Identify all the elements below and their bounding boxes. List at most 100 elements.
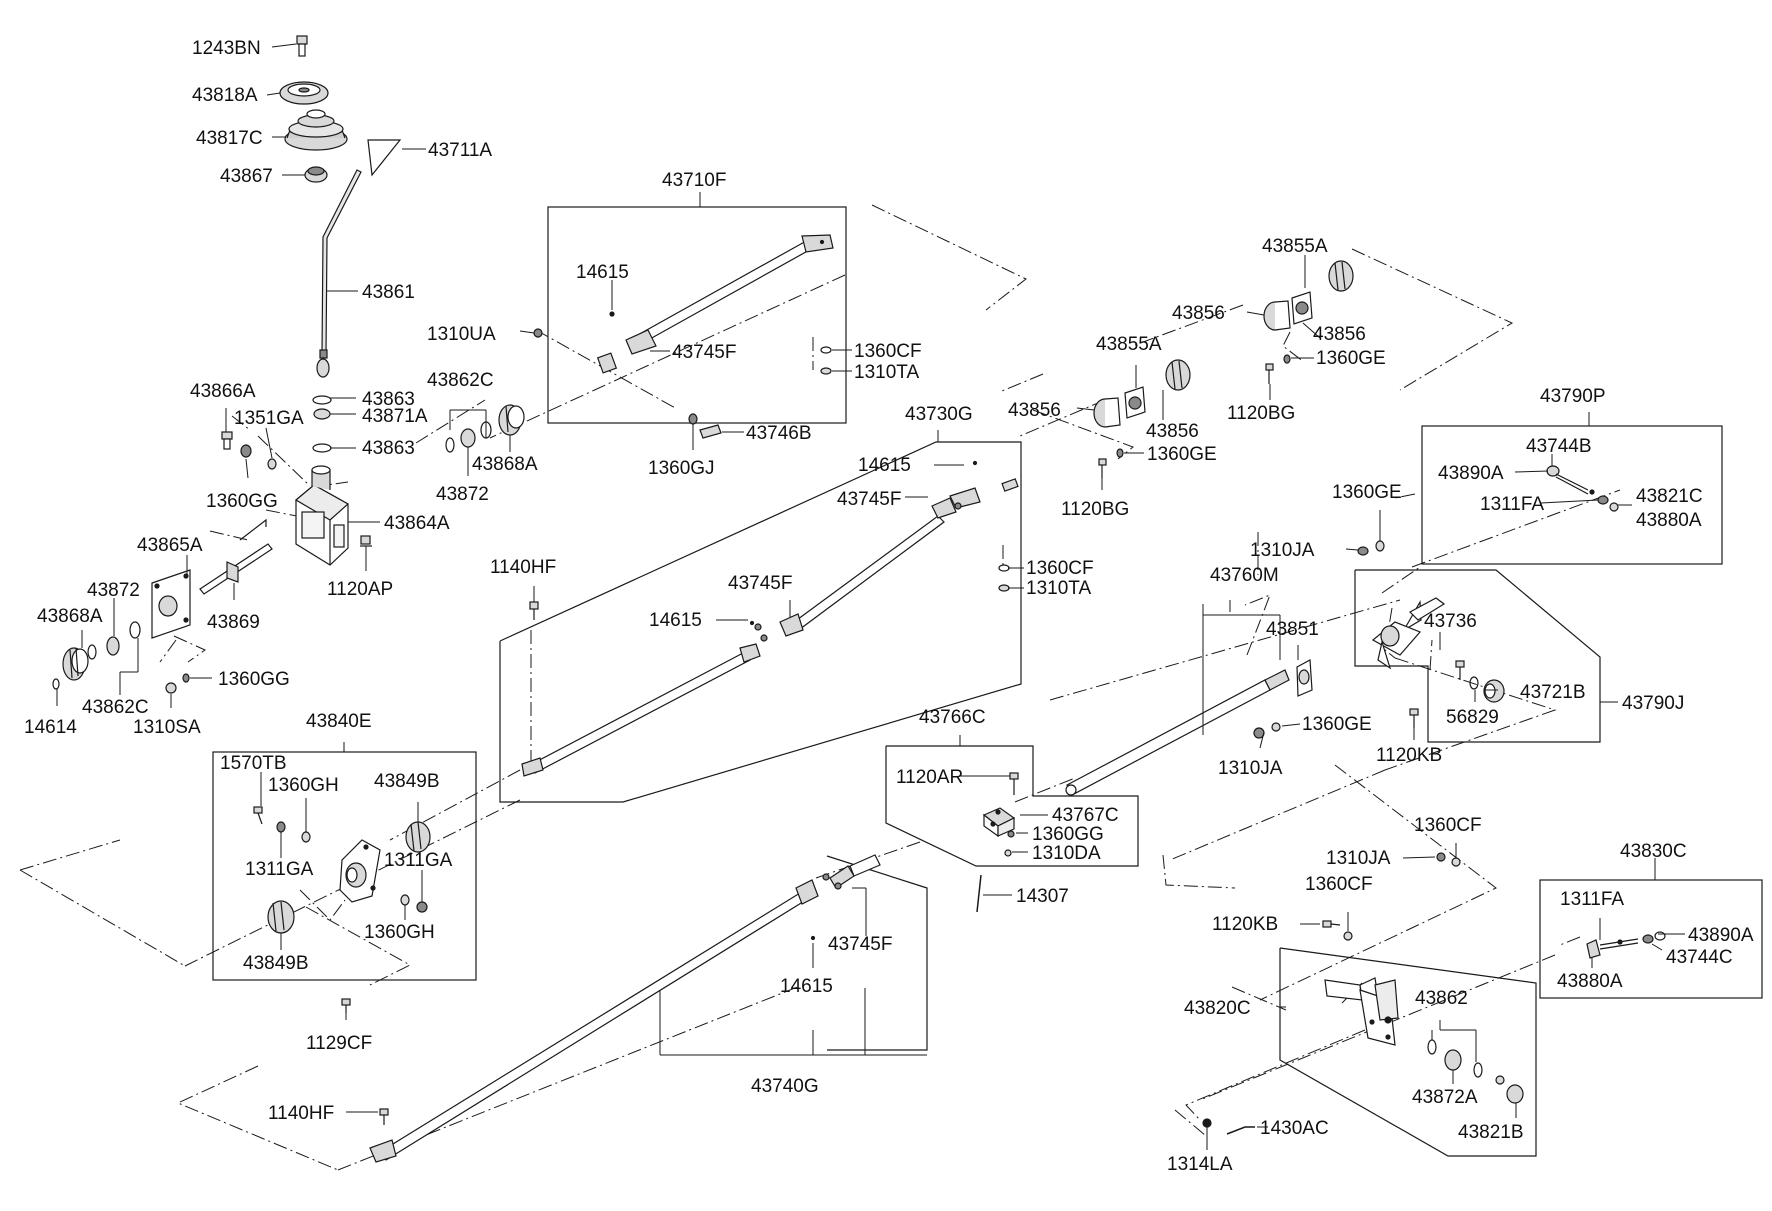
- housing-43864A: [294, 465, 350, 566]
- ring-43862C-b: [129, 621, 141, 639]
- label-43711A: 43711A: [428, 140, 492, 161]
- label-43862: 43862: [1415, 988, 1468, 1009]
- label-14615-d: 14615: [780, 976, 833, 997]
- label-43767C: 43767C: [1052, 805, 1119, 826]
- label-43745F-a: 43745F: [672, 342, 736, 363]
- label-43817C: 43817C: [196, 128, 263, 149]
- shift-lever-43861: [316, 169, 362, 378]
- box-43740G-pair: [826, 855, 928, 1051]
- bolt-1120BG-b: [1098, 448, 1124, 478]
- label-1360CF-d: 1360CF: [1305, 874, 1373, 895]
- ring-43862C-c: [87, 644, 97, 660]
- label-1360CF-a: 1360CF: [854, 341, 922, 362]
- leader-lines: [56, 43, 1685, 1150]
- ring-14614: [52, 678, 60, 690]
- label-1120BG-a: 1120BG: [1227, 403, 1295, 424]
- box-43830C: [1539, 879, 1763, 999]
- label-43849B-b: 43849B: [243, 953, 309, 974]
- label-56829: 56829: [1446, 707, 1499, 728]
- label-43862C-b: 43862C: [82, 697, 149, 718]
- label-1140HF-a: 1140HF: [490, 557, 556, 578]
- boot-43817C: [284, 109, 348, 151]
- label-14615-b: 14615: [858, 455, 911, 476]
- washer-1360GG-c: [1007, 830, 1015, 838]
- bracket-43766C: [982, 807, 1016, 838]
- bolt-1120AP: [360, 535, 372, 547]
- label-43745F-b: 43745F: [837, 489, 901, 510]
- box-43820C: [1279, 947, 1537, 1157]
- bracket-43865A: [151, 569, 191, 639]
- bolt-1570TB: [253, 806, 263, 825]
- nut-1314LA: [1202, 1118, 1212, 1128]
- label-43872A: 43872A: [1412, 1087, 1478, 1108]
- bracket-43855A-a: [1291, 291, 1313, 325]
- bushing-43867: [304, 166, 328, 183]
- rod-43740G: [369, 854, 881, 1163]
- nut-1310DA: [1004, 849, 1012, 857]
- label-1360GG-b: 1360GG: [218, 669, 290, 690]
- pin-1430AC: [1226, 1126, 1255, 1135]
- label-43736: 43736: [1424, 611, 1477, 632]
- washer-1360CF-a: [820, 346, 832, 354]
- label-43867: 43867: [220, 166, 273, 187]
- label-43744C: 43744C: [1666, 947, 1733, 968]
- label-1360GG-c: 1360GG: [1032, 824, 1104, 845]
- label-1120KB-a: 1120KB: [1376, 745, 1442, 766]
- ring-56829: [1469, 676, 1479, 690]
- label-1360GJ: 1360GJ: [648, 458, 715, 479]
- label-43872-a: 43872: [436, 484, 489, 505]
- label-14307: 14307: [1016, 886, 1069, 907]
- bushing-43849B-a: [405, 821, 431, 853]
- label-43840E: 43840E: [306, 711, 372, 732]
- washer-43821B-small: [1495, 1075, 1505, 1085]
- bushing-43821B: [1506, 1084, 1524, 1104]
- label-1140HF-b: 1140HF: [268, 1103, 334, 1124]
- box-43790P: [1421, 425, 1723, 565]
- ring-43871A: [313, 408, 331, 420]
- label-1351GA: 1351GA: [234, 408, 304, 429]
- label-43856-b: 43856: [1313, 324, 1366, 345]
- nut-1311GA-b: [416, 901, 428, 913]
- bushing-43849B-b: [267, 900, 295, 934]
- label-1310JA-a: 1310JA: [1250, 540, 1315, 561]
- bushing-43868A-b: [62, 647, 89, 681]
- label-1129CF: 1129CF: [306, 1033, 372, 1054]
- ring-43862C-a2: [445, 437, 455, 453]
- label-1243BN: 1243BN: [192, 38, 261, 59]
- bolt-1120KB-b: [1322, 920, 1341, 928]
- label-43818A: 43818A: [192, 85, 258, 106]
- washer-1360CF-d: [1343, 931, 1353, 941]
- label-1360GE-b: 1360GE: [1147, 444, 1217, 465]
- label-1310JA-c: 1310JA: [1326, 848, 1391, 869]
- label-43856-c: 43856: [1008, 400, 1061, 421]
- washer-1360CF-b: [998, 564, 1010, 572]
- label-43744B: 43744B: [1526, 436, 1592, 457]
- parts: [52, 35, 1666, 1163]
- label-43740G: 43740G: [751, 1076, 819, 1097]
- label-43730G: 43730G: [905, 404, 973, 425]
- bracket-43855A-b: [1124, 386, 1146, 419]
- nut-1310JA-c: [1436, 852, 1446, 862]
- label-1311GA-a: 1311GA: [245, 859, 314, 880]
- label-1120AR: 1120AR: [896, 767, 963, 788]
- bolt-43866A: [221, 431, 233, 450]
- washer-1360GG-b: [182, 673, 190, 683]
- rod-43869: [199, 543, 273, 595]
- ring-43863b: [312, 443, 332, 453]
- pin-14307: [976, 874, 982, 913]
- bolt-1120KB-a: [1409, 708, 1419, 728]
- label-43745F-d: 43745F: [828, 934, 892, 955]
- label-1120KB-b: 1120KB: [1212, 914, 1278, 935]
- label-1314LA: 1314LA: [1167, 1154, 1233, 1175]
- label-43880A-b: 43880A: [1557, 971, 1623, 992]
- label-43830C: 43830C: [1620, 841, 1687, 862]
- label-43871A: 43871A: [362, 406, 428, 427]
- label-1360GG-a: 1360GG: [206, 491, 278, 512]
- bolt-1243BN: [296, 35, 308, 57]
- label-1360CF-b: 1360CF: [1026, 558, 1094, 579]
- label-1310DA: 1310DA: [1032, 843, 1101, 864]
- label-1360GH-a: 1360GH: [268, 775, 339, 796]
- label-1360GE-a: 1360GE: [1316, 348, 1386, 369]
- label-43864A: 43864A: [384, 513, 450, 534]
- washer-1351GA: [267, 458, 277, 470]
